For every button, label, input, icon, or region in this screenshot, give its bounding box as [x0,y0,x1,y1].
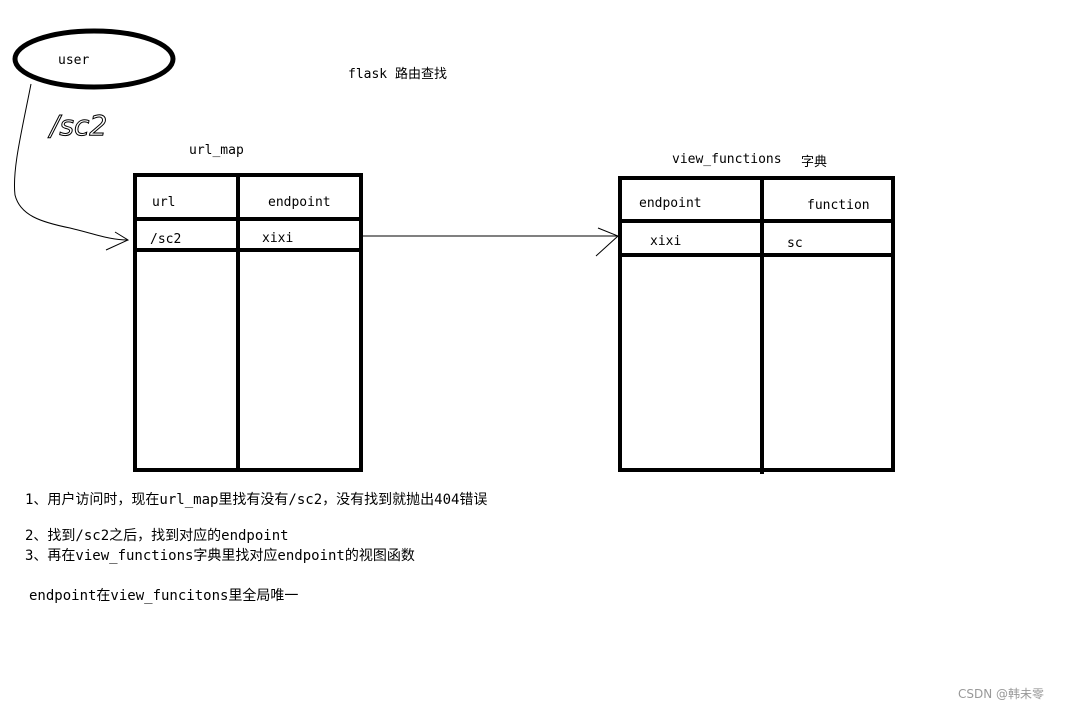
url-map-cell-endpoint: xixi [262,231,293,246]
view-functions-cell-function: sc [787,236,803,251]
page-title: flask 路由查找 [348,66,447,82]
arrowhead-icon [595,227,619,257]
url-map-header-url: url [152,195,175,210]
note-2: 2、找到/sc2之后，找到对应的endpoint [25,527,289,544]
url-map-table [133,173,363,472]
note-3: 3、再在view_functions字典里找对应endpoint的视图函数 [25,547,415,564]
request-path-label: /sc2 [47,109,107,142]
arrowhead-icon [105,231,130,251]
view-functions-header-endpoint: endpoint [639,196,702,211]
view-functions-title: view_functions [672,152,782,167]
url-map-header-endpoint: endpoint [268,195,331,210]
user-label: user [58,53,89,68]
note-4: endpoint在view_funcitons里全局唯一 [29,587,298,604]
view-functions-cell-endpoint: xixi [650,234,681,249]
request-arrow [13,83,129,241]
view-functions-title-suffix: 字典 [801,155,827,170]
watermark: CSDN @韩未零 [958,686,1044,701]
note-1: 1、用户访问时，现在url_map里找有没有/sc2，没有找到就抛出404错误 [25,491,487,508]
url-map-title: url_map [189,143,244,158]
view-functions-header-function: function [807,198,870,213]
view-functions-table [618,176,895,474]
url-map-cell-url: /sc2 [150,232,181,247]
user-node [12,28,176,90]
